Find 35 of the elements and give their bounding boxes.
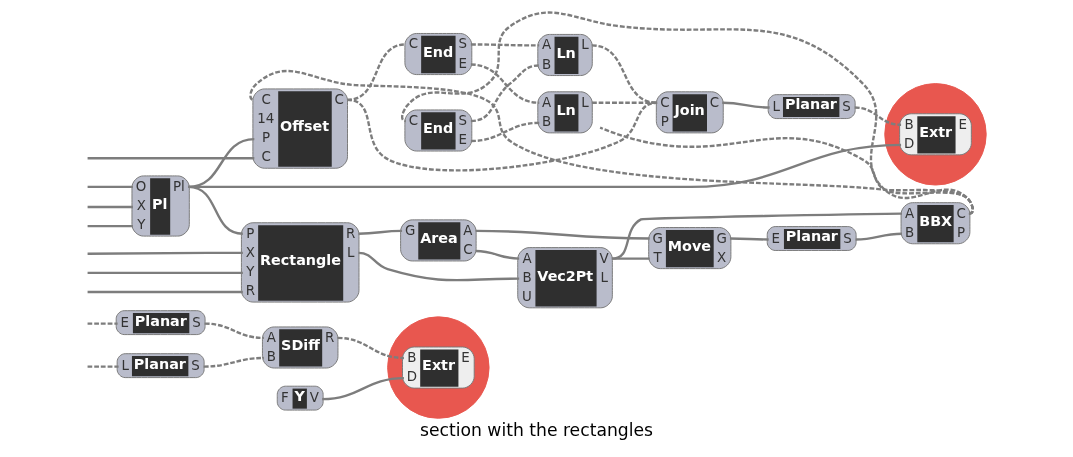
- connector: [204, 322, 264, 340]
- connector: [470, 64, 540, 123]
- connector: [87, 322, 118, 325]
- connector: [611, 212, 903, 260]
- connector: [87, 224, 133, 228]
- connector: [358, 229, 403, 235]
- node-circle: B Extr E D: [387, 316, 490, 419]
- connector: [729, 237, 769, 241]
- connector: [87, 205, 133, 209]
- connector: [87, 290, 243, 294]
- connector: [203, 356, 264, 368]
- connector: [87, 157, 255, 160]
- connector: [475, 229, 650, 240]
- connector: [591, 44, 658, 104]
- connector: [855, 232, 903, 241]
- connector: [854, 106, 902, 126]
- connector: [188, 143, 902, 189]
- connector: [470, 43, 540, 47]
- connector: [337, 336, 404, 360]
- node-circle: B Extr E D: [884, 83, 987, 186]
- connector: [188, 137, 255, 189]
- connector: [87, 251, 243, 255]
- connector: [470, 63, 540, 104]
- caption: section with the rectangles: [419, 419, 654, 440]
- connector: [358, 251, 520, 282]
- connector: [322, 376, 404, 401]
- connector: [475, 249, 520, 260]
- connector: [87, 365, 119, 368]
- connector: [87, 185, 133, 189]
- connector: [87, 271, 243, 275]
- connector: [470, 121, 540, 143]
- connector: [346, 98, 658, 172]
- connector: [591, 101, 658, 104]
- connector: [722, 101, 770, 109]
- connector: [599, 126, 974, 215]
